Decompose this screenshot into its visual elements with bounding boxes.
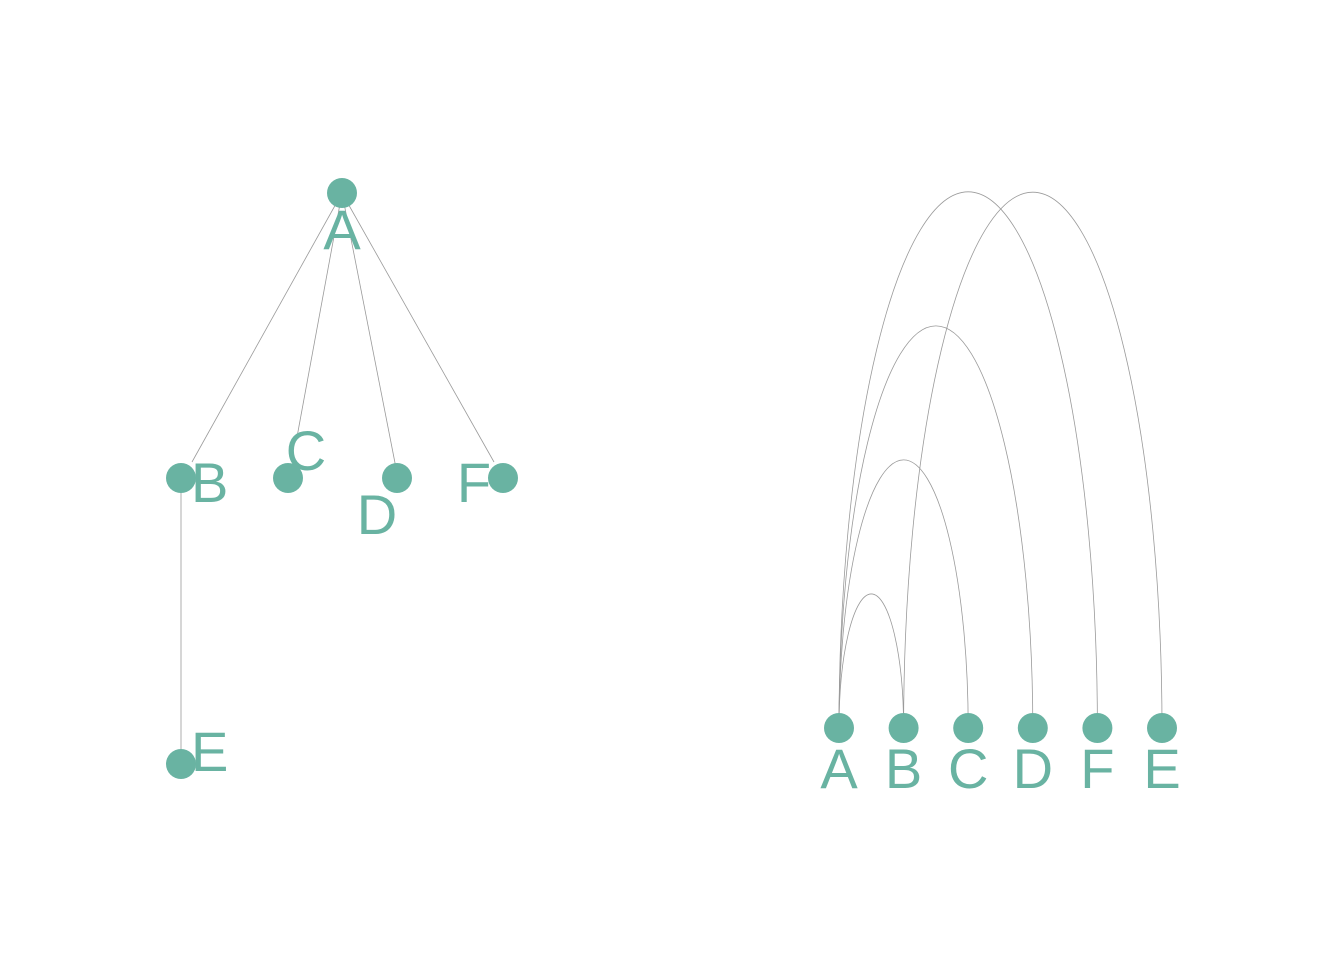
tree-node-label-a: A [323, 198, 361, 261]
arc-edge-a-d [838, 325, 1034, 729]
tree-node-label-f: F [457, 451, 491, 514]
arc-node-label-d: D [1013, 737, 1053, 800]
tree-edges [180, 192, 495, 750]
arc-edge-b-e [903, 191, 1163, 729]
tree-node-b [166, 463, 196, 493]
arc-node-a [824, 713, 854, 743]
tree-node-c [273, 463, 303, 493]
tree-edge-a-b [191, 192, 343, 463]
arc-node-d [1017, 713, 1048, 743]
tree-node-label-c: C [286, 419, 326, 482]
tree-node-label-b: B [191, 451, 228, 514]
arc-edges [838, 191, 1163, 729]
tree-node-a [327, 178, 357, 208]
tree-node-d [382, 463, 412, 493]
tree-edge-a-d [341, 192, 397, 469]
arc-edge-a-b [838, 593, 904, 729]
arc-node-label-c: C [948, 737, 988, 800]
tree-nodes [166, 178, 518, 779]
arc-node-label-b: B [885, 737, 922, 800]
arc-node-c [953, 713, 984, 743]
arc-node-f [1082, 713, 1113, 743]
tree-edge-a-f [341, 192, 495, 463]
arc-edge-a-c [838, 459, 969, 729]
arc-nodes [824, 713, 1177, 743]
arc-node-label-f: F [1080, 737, 1114, 800]
arc-node-b [888, 713, 919, 743]
tree-node-label-d: D [357, 483, 397, 546]
tree-node-f [488, 463, 518, 493]
tree-node-e [166, 749, 196, 779]
arc-node-e [1147, 713, 1177, 743]
tree-edge-a-c [296, 192, 343, 438]
tree-node-label-e: E [191, 720, 228, 783]
arc-node-label-e: E [1143, 737, 1180, 800]
arc-node-label-a: A [820, 737, 858, 800]
arc-edge-a-f [838, 191, 1098, 729]
